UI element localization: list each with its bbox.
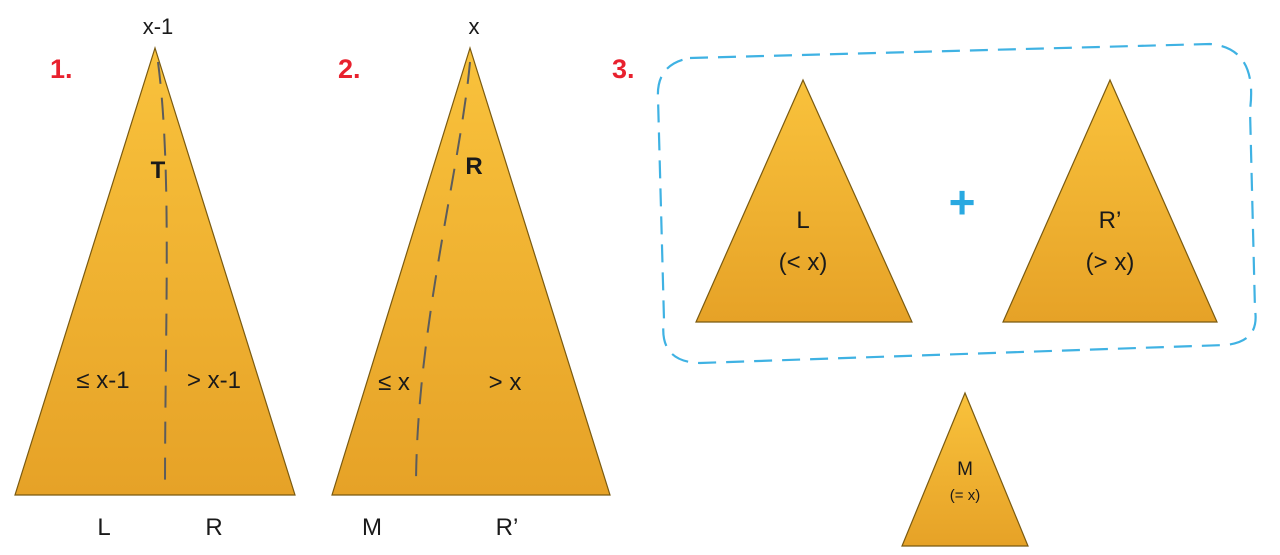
plus-operator: +: [949, 176, 976, 228]
tree-m-name: M: [957, 459, 973, 480]
tree-r-prime-name: R’: [1099, 207, 1122, 234]
step-1-number: 1.: [50, 54, 73, 84]
split-line-2: [415, 61, 471, 489]
step-1-apex-label: x-1: [143, 14, 174, 39]
step-2-panel: 2. x R ≤ x > x M R’: [331, 14, 611, 541]
left-region-label-1: ≤ x-1: [76, 367, 129, 394]
step-1-panel: 1. x-1 T ≤ x-1 > x-1 L R: [14, 14, 296, 541]
tree-t-label: T: [151, 157, 166, 184]
bottom-left-label-2: M: [362, 514, 382, 541]
tree-m-condition: (= x): [950, 487, 980, 504]
group-border: [656, 42, 1257, 365]
split-line-1: [157, 61, 168, 491]
left-region-label-2: ≤ x: [378, 369, 410, 396]
tree-t-triangle: [14, 45, 296, 496]
bottom-right-label-2: R’: [496, 514, 519, 541]
bottom-left-label-1: L: [97, 514, 110, 541]
tree-l-name: L: [796, 207, 809, 234]
tree-l-triangle: [695, 78, 913, 323]
right-region-label-1: > x-1: [187, 367, 241, 394]
bottom-right-label-1: R: [205, 514, 222, 541]
tree-r-triangle: [331, 45, 611, 496]
tree-r-label: R: [465, 153, 482, 180]
step-2-number: 2.: [338, 54, 361, 84]
step-3-panel: 3. L (< x) + R’ (> x) M (= x): [612, 42, 1257, 547]
tree-r-prime-triangle: [1002, 78, 1218, 323]
tree-l-condition: (< x): [779, 249, 828, 276]
tree-m-triangle: [901, 391, 1029, 547]
step-2-apex-label: x: [469, 14, 480, 39]
right-region-label-2: > x: [489, 369, 522, 396]
step-3-number: 3.: [612, 54, 635, 84]
tree-r-prime-condition: (> x): [1086, 249, 1135, 276]
